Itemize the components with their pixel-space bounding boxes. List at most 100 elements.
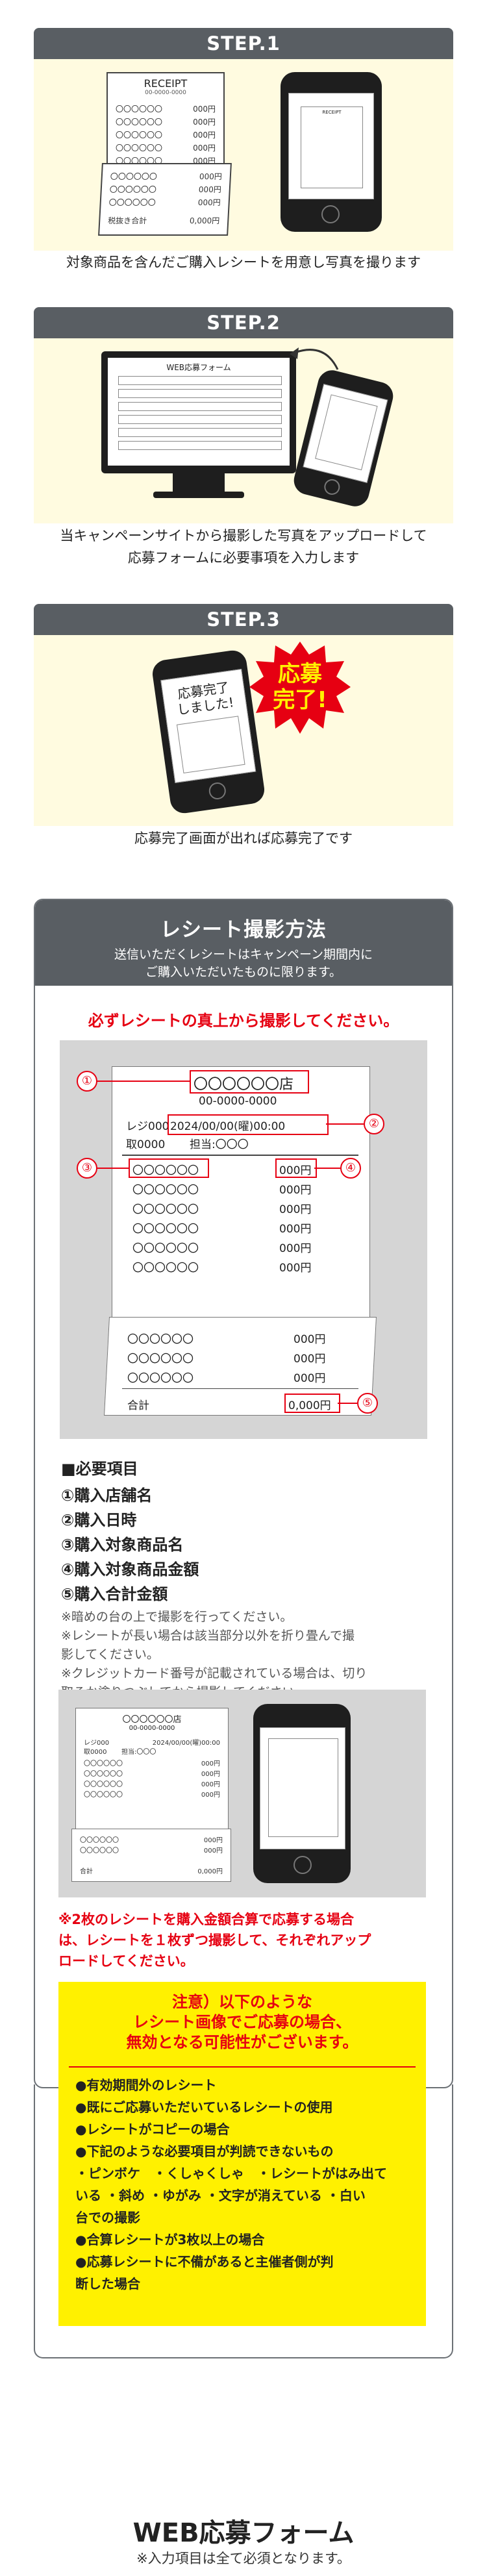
receipt-item-label: 〇〇〇〇〇〇 [116,118,163,127]
mark-3: ③ [77,1158,97,1179]
receipt-total-label: 税抜き合計 [107,216,147,225]
required-item: ⑤購入合計金額 [61,1585,168,1603]
receipt-item-price: 000円 [199,172,223,181]
receipt-item-price: 000円 [279,1242,312,1255]
receipt-phone: 00-0000-0000 [129,1725,175,1732]
step-2-label: STEP.2 [34,307,453,338]
receipt-register: レジ000 [126,1120,169,1133]
note-line: ※クレジットカード番号が記載されている場合は、切り [61,1666,368,1681]
receipt-item-price: 000円 [201,1781,220,1788]
caution-item: ●レシートがコピーの場合 [75,2121,230,2137]
step-2-caption: 当キャンペーンサイトから撮影した写真をアップロードして 応募フォームに必要事項を… [0,525,487,569]
receipt-handler: 担当:〇〇〇 [121,1749,156,1756]
step-3-label: STEP.3 [34,604,453,635]
receipt-item-price: 000円 [201,1760,220,1768]
caution-title-line: レシート画像でご応募の場合、 [133,2013,351,2031]
receipt-item-label: 〇〇〇〇〇〇 [132,1184,199,1197]
step-1-illustration: RECEIPT 00-0000-0000 〇〇〇〇〇〇 000円 〇〇〇〇〇〇 00… [34,59,453,251]
receipt-item-label: 〇〇〇〇〇〇 [132,1203,199,1216]
receipt-item-label: 〇〇〇〇〇〇 [110,172,158,181]
receipt-item-price: 000円 [193,105,216,114]
caution-title-line: 注意）以下のような [172,1993,312,2011]
step-2-illustration: WEB応募フォーム [34,338,453,523]
receipt-item-label: 〇〇〇〇〇〇 [132,1164,199,1177]
receipt-total-value: 0,000円 [189,216,220,225]
receipt-item-price: 000円 [279,1223,312,1236]
caution-list: ●有効期間外のレシート ●既にご応募いただいているレシートの使用 ●レシートがコ… [58,2074,426,2295]
caution-item: ●既にご応募いただいているレシートの使用 [75,2099,333,2115]
two-receipts-warning-line: ロードしてください。 [58,1953,194,1969]
mark-1: ① [77,1071,97,1092]
step-3-caption: 応募完了画面が出れば応募完了です [134,831,353,846]
receipt-item-label: 〇〇〇〇〇〇 [116,144,163,153]
guide-subtitle-line: ご購入いただいたものに限ります。 [145,965,342,979]
receipt-item-price: 000円 [279,1164,312,1177]
receipt-item-label: 〇〇〇〇〇〇 [109,185,157,194]
step-3-illustration: 応募完了 しました! 応募 完了! [34,635,453,826]
required-heading: ■必要項目 [61,1460,138,1478]
caution-item: 断した場合 [75,2276,140,2292]
receipt-item-label: 〇〇〇〇〇〇 [127,1353,194,1366]
web-form-note: ※入力項目は全て必須となります。 [136,2551,351,2566]
receipt-total-label: 合計 [127,1399,149,1412]
receipt-title: RECEIPT [144,77,188,90]
receipt-item-label: 〇〇〇〇〇〇 [84,1760,123,1768]
caution-box: ●有効期間外のレシート ●既にご応募いただいているレシートの使用 ●レシートがコ… [58,2066,426,2326]
receipt-item-price: 000円 [279,1262,312,1275]
receipt-item-price: 000円 [193,144,216,153]
receipt-item-label: 〇〇〇〇〇〇 [127,1372,194,1385]
bubble-line-2: 完了! [273,687,327,713]
smartphone-icon: RECEIPT [281,72,382,232]
required-item: ③購入対象商品名 [61,1536,184,1554]
smartphone-icon [253,1704,351,1883]
receipt-item-price: 000円 [293,1333,326,1346]
receipt-number: 00-0000-0000 [145,90,186,96]
receipt-item-label: 〇〇〇〇〇〇 [132,1223,199,1236]
receipt-item-price: 000円 [203,1837,223,1844]
receipt-item-price: 000円 [197,198,221,207]
step-1-caption: 対象商品を含んだご購入レシートを用意し写真を撮ります [66,255,421,270]
complete-burst-icon [249,642,351,734]
guide-subtitle: 送信いただくレシートはキャンペーン期間内に ご購入いただいたものに限ります。 [35,946,452,981]
receipt-item-price: 000円 [198,185,222,194]
mark-2: ② [364,1114,384,1134]
step-1: STEP.1 RECEIPT 00-0000-0000 〇〇〇〇〇〇 000円 〇… [34,28,453,251]
caution-item: ●下記のような必要項目が判読できないもの [75,2144,334,2159]
step-3: STEP.3 応募完了 しました! 応募 完了! [34,604,453,826]
form-title: WEB応募フォーム [166,363,231,372]
receipt-item-price: 000円 [279,1184,312,1197]
caution-title-line: 無効となる可能性がございます。 [126,2033,358,2051]
caution-item: ・ピンボケ ・くしゃくしゃ ・レシートがはみ出て [75,2166,387,2181]
caution-item: 台での撮影 [75,2210,140,2225]
step-1-label: STEP.1 [34,28,453,59]
receipt-item-label: 〇〇〇〇〇〇 [80,1847,119,1855]
monitor-icon: WEB応募フォーム [101,351,296,473]
step-2-caption-line: 当キャンペーンサイトから撮影した写真をアップロードして [60,528,427,544]
guide-title: レシート撮影方法 [160,918,327,942]
receipt-item-label: 〇〇〇〇〇〇 [108,198,156,207]
receipt-store: 〇〇〇〇〇〇店 [122,1715,182,1725]
receipt-item-label: 〇〇〇〇〇〇 [80,1837,119,1844]
smartphone-icon [291,367,396,510]
required-items: ①購入店舗名 ②購入日時 ③購入対象商品名 ④購入対象商品金額 ⑤購入合計金額 [61,1483,199,1607]
mark-box-total [284,1394,340,1413]
two-receipts-warning-line: ※2枚のレシートを購入金額合算で応募する場合 [58,1912,355,1927]
receipt-item-price: 000円 [279,1203,312,1216]
mark-box-item-name [129,1158,209,1178]
receipt-total-label: 合計 [80,1868,93,1875]
phone-receipt-title: RECEIPT [301,106,363,188]
receipt-item-label: 〇〇〇〇〇〇 [127,1333,194,1346]
mark-4: ④ [340,1158,361,1179]
receipt-item-label: 〇〇〇〇〇〇 [84,1781,123,1788]
required-item: ②購入日時 [61,1511,137,1529]
caution-item: ●応募レシートに不備があると主催者側が判 [75,2254,334,2270]
receipt-item-label: 〇〇〇〇〇〇 [132,1242,199,1255]
mark-box-datetime [168,1114,329,1135]
receipt-datetime: 2024/00/00(曜)00:00 [152,1740,220,1747]
receipt-datetime: 2024/00/00(曜)00:00 [170,1120,286,1133]
receipt-handler-label: 取0000 [84,1749,107,1756]
mark-box-store [190,1070,309,1094]
receipt-paper [112,1066,370,1327]
